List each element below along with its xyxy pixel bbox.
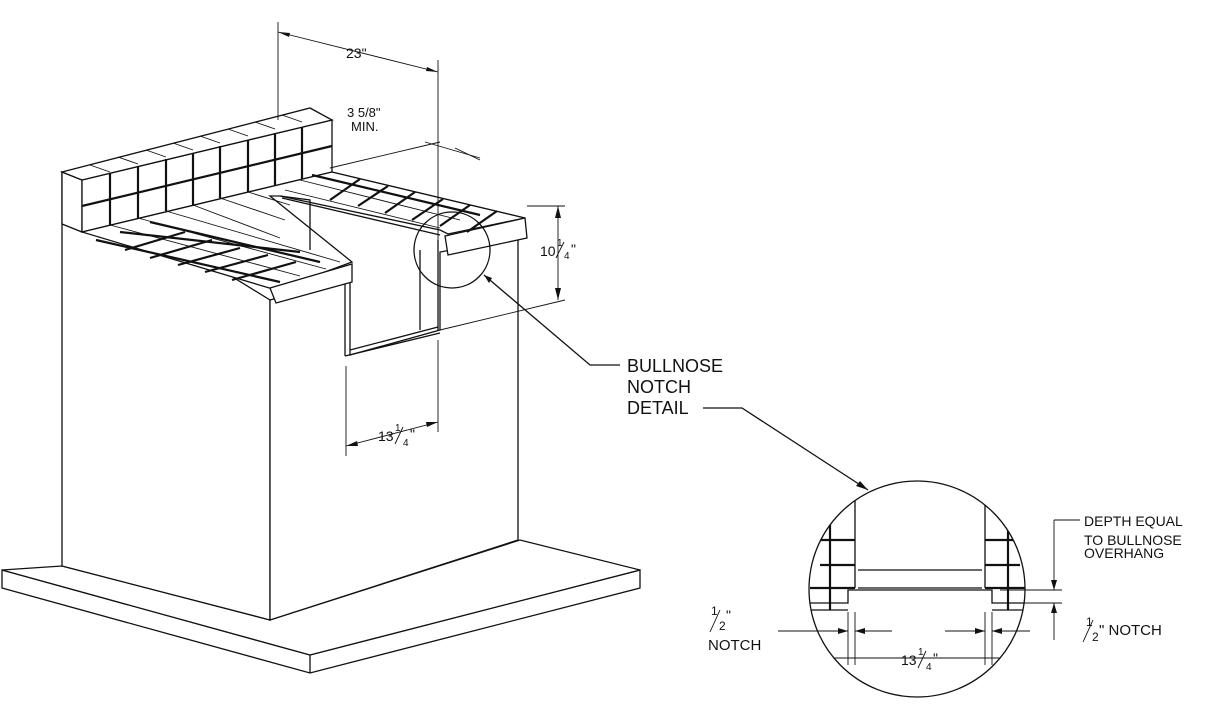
- left-notch-label: NOTCH: [708, 637, 761, 654]
- depth-note-line-3: OVERHANG: [1084, 545, 1164, 561]
- right-notch-num: 1: [1086, 615, 1093, 629]
- detail-width-num: 1: [918, 647, 924, 658]
- dimension-23-label: 23": [346, 45, 367, 61]
- right-notch-den: 2: [1092, 630, 1099, 644]
- right-notch-label: " NOTCH: [1099, 622, 1162, 639]
- detail-width-unit: ": [933, 650, 938, 666]
- dimension-min-depth-label-1: 3 5/8": [347, 105, 381, 120]
- dimension-opening-unit: ": [410, 426, 415, 442]
- detail-dimension-lines: [778, 519, 1080, 640]
- detail-width-den: 4: [926, 662, 932, 673]
- dimension-opening-whole: 13: [378, 428, 394, 444]
- tile-backsplash: [59, 107, 334, 233]
- detail-width-whole: 13: [901, 652, 917, 668]
- callout-line-1: BULLNOSE: [627, 356, 723, 376]
- tile-countertop: [79, 171, 528, 304]
- dimension-min-depth: [329, 141, 481, 169]
- dimension-height-whole: 10: [540, 243, 556, 259]
- depth-note-line-1: DEPTH EQUAL: [1084, 513, 1183, 529]
- callout-leader-top: [483, 274, 620, 366]
- callout-line-2: NOTCH: [627, 377, 691, 397]
- depth-note-line-2: TO BULLNOSE: [1084, 532, 1182, 548]
- dimension-opening-den: 4: [403, 438, 409, 449]
- callout-circle: [413, 211, 491, 289]
- left-notch-unit: ": [726, 607, 731, 623]
- dimension-height-den: 4: [564, 251, 570, 262]
- callout-line-3: DETAIL: [627, 398, 689, 418]
- left-notch-den: 2: [719, 619, 726, 633]
- callout-leader-bottom: [703, 407, 869, 491]
- dimension-height-unit: ": [571, 241, 576, 257]
- dimension-height-num: 1: [557, 238, 563, 249]
- firebox-body: [61, 170, 519, 621]
- dimension-opening-num: 1: [395, 423, 401, 434]
- dimension-min-depth-label-2: MIN.: [351, 119, 378, 134]
- detail-circle: [808, 480, 1026, 698]
- left-notch-num: 1: [711, 604, 718, 618]
- dimension-opening: [345, 340, 439, 456]
